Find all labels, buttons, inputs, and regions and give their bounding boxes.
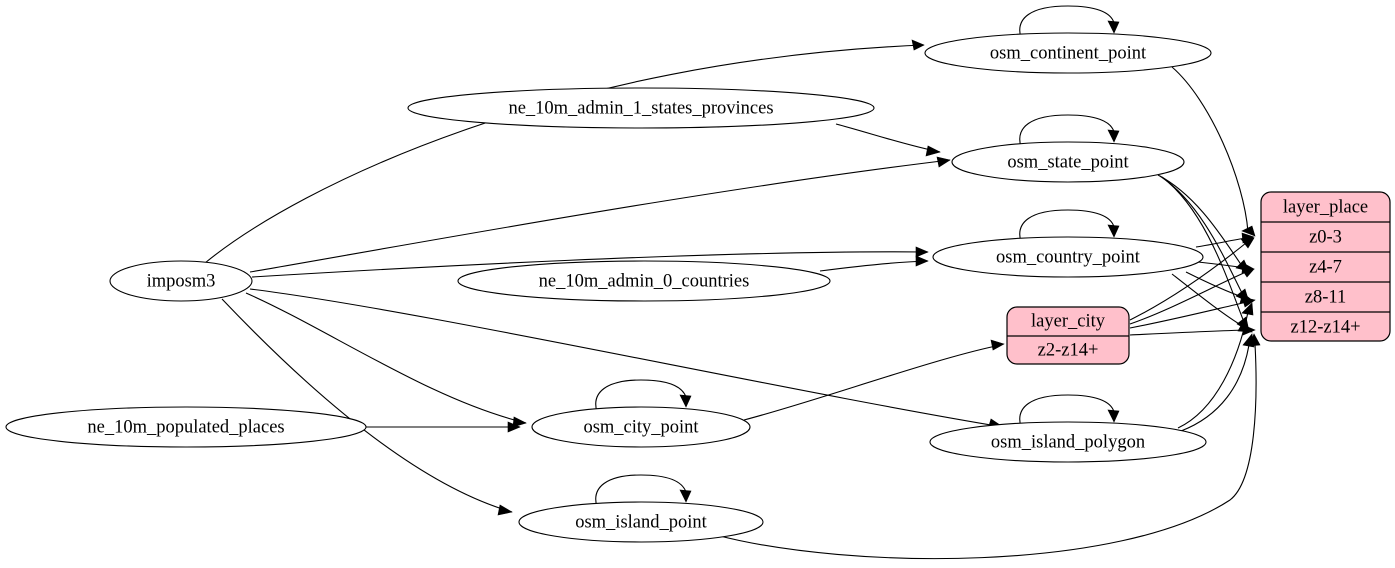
layer_city-header-label: layer_city	[1031, 311, 1106, 331]
edge-self-osm_state_point	[1019, 114, 1120, 148]
edge-self-osm_continent_point	[1019, 5, 1120, 39]
edge-osm_state_point-to-layer_place-z8_11	[1159, 175, 1250, 303]
layer_place-row-z0_3-label: z0-3	[1309, 227, 1342, 247]
node-osm_country_point-label: osm_country_point	[996, 247, 1141, 267]
edge-osm_island_polygon-to-layer_place-z8_11	[1177, 302, 1254, 429]
edge-layer_city-to-layer_place-z4_7	[1129, 267, 1255, 325]
node-osm_island_point-label: osm_island_point	[575, 512, 707, 532]
node-osm_continent_point-label: osm_continent_point	[990, 43, 1147, 63]
edge-imposm3-to-osm_island_point	[221, 298, 513, 516]
edge-imposm3-to-osm_state_point	[249, 156, 951, 273]
edge-ne_10m_admin_1_states_provinces-to-osm_state_point	[835, 123, 941, 157]
edge-layer_city-to-layer_place-z12_z14p	[1129, 324, 1256, 336]
edge-osm_island_point-to-layer_place-z12_z14p	[715, 333, 1261, 560]
edge-osm_city_point-to-layer_city-z2_z14p	[743, 339, 1005, 421]
nodes-layer: imposm3 ne_10m_admin_1_states_provinces …	[5, 32, 1391, 543]
layer_place-row-z12_z14p-label: z12-z14+	[1290, 317, 1360, 337]
node-osm_state_point[interactable]: osm_state_point	[951, 141, 1185, 183]
edge-self-osm_city_point	[595, 379, 692, 413]
node-imposm3-label: imposm3	[147, 271, 216, 291]
node-layer_place[interactable]: layer_place z0-3 z4-7 z8-11 z12-z14+	[1260, 191, 1391, 342]
edge-self-osm_island_polygon	[1019, 394, 1120, 428]
node-layer_city[interactable]: layer_city z2-z14+	[1006, 306, 1130, 365]
node-osm_country_point[interactable]: osm_country_point	[932, 236, 1204, 278]
layer_place-row-z8_11-label: z8-11	[1305, 287, 1346, 307]
edge-ne_10m_populated_places-to-osm_city_point	[366, 421, 521, 433]
node-ne_10m_admin_0_countries[interactable]: ne_10m_admin_0_countries	[457, 260, 831, 302]
edge-ne_10m_admin_0_countries-to-osm_country_point	[819, 255, 929, 272]
edge-imposm3-to-osm_city_point	[245, 292, 527, 428]
node-ne_10m_populated_places-label: ne_10m_populated_places	[87, 417, 284, 437]
edge-layer_city-to-layer_place-z0_3	[1129, 237, 1255, 321]
edge-self-osm_island_point	[595, 474, 692, 508]
edges-layer	[204, 5, 1261, 560]
layer_city-row-z2_z14p-label: z2-z14+	[1038, 340, 1099, 360]
node-osm_city_point-label: osm_city_point	[583, 417, 699, 437]
node-osm_continent_point[interactable]: osm_continent_point	[924, 32, 1212, 74]
edge-layer_city-to-layer_place-z8_11	[1129, 296, 1256, 329]
edge-osm_island_polygon-to-layer_place-z12_z14p	[1180, 333, 1255, 432]
node-osm_state_point-label: osm_state_point	[1007, 152, 1129, 172]
node-ne_10m_admin_1_states_provinces[interactable]: ne_10m_admin_1_states_provinces	[407, 87, 875, 129]
node-osm_island_polygon[interactable]: osm_island_polygon	[929, 421, 1207, 463]
layer_place-header-label: layer_place	[1283, 197, 1368, 217]
edge-imposm3-to-osm_continent_point	[204, 39, 925, 264]
edge-self-osm_country_point	[1019, 209, 1120, 243]
node-ne_10m_admin_1_states_provinces-label: ne_10m_admin_1_states_provinces	[508, 98, 773, 118]
node-ne_10m_populated_places[interactable]: ne_10m_populated_places	[5, 406, 367, 448]
node-ne_10m_admin_0_countries-label: ne_10m_admin_0_countries	[539, 271, 750, 291]
node-imposm3[interactable]: imposm3	[109, 260, 253, 302]
edge-imposm3-to-osm_country_point	[251, 246, 929, 278]
node-osm_city_point[interactable]: osm_city_point	[531, 406, 751, 448]
node-osm_island_polygon-label: osm_island_polygon	[991, 432, 1145, 452]
layer_place-row-z4_7-label: z4-7	[1309, 257, 1342, 277]
edge-osm_continent_point-to-layer_place-z0_3	[1171, 66, 1256, 237]
node-osm_island_point[interactable]: osm_island_point	[518, 501, 764, 543]
